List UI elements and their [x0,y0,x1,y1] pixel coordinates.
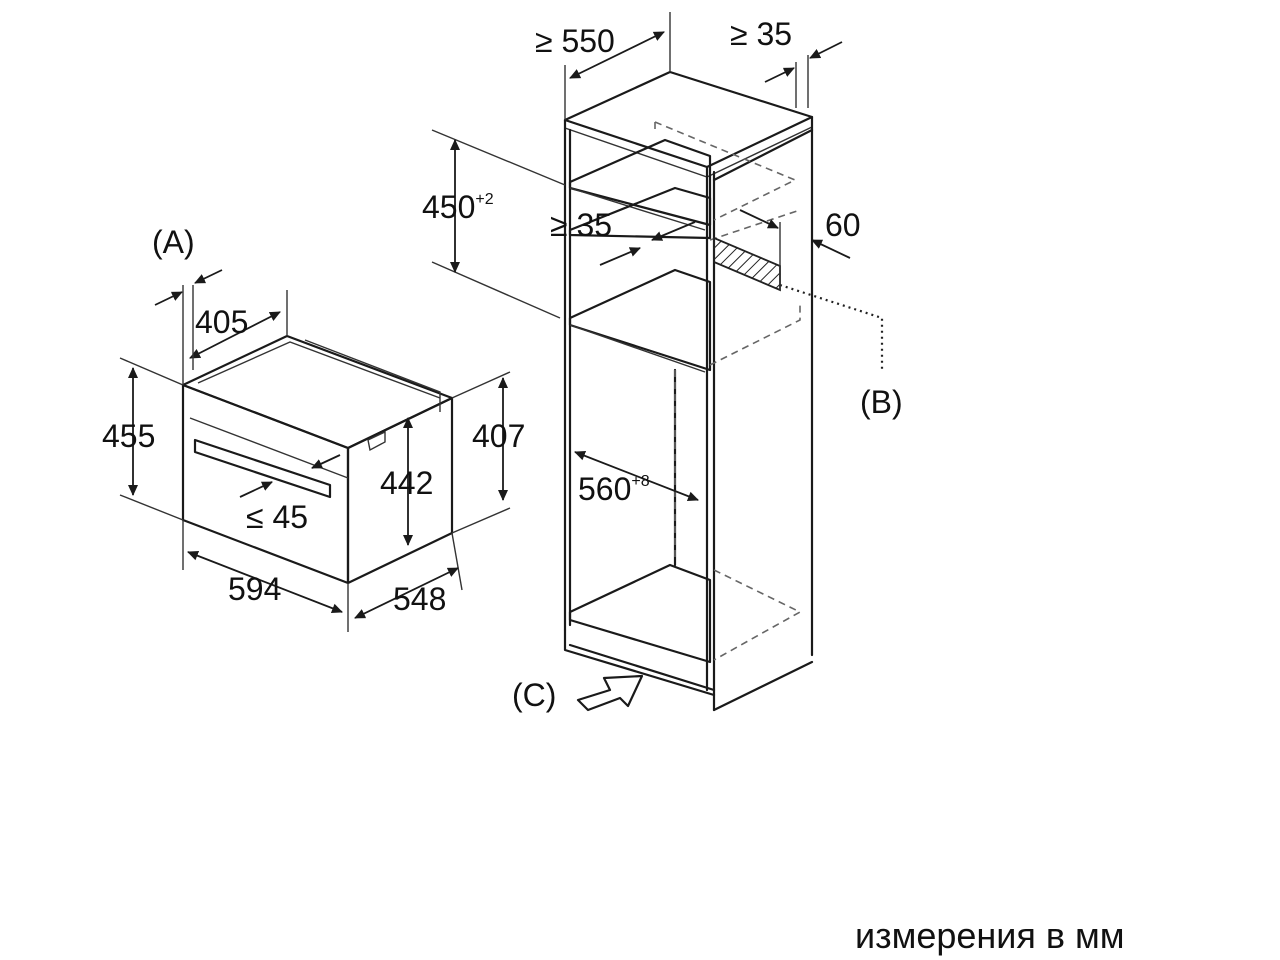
dim-594: 594 [228,571,281,607]
dim-455: 455 [102,418,155,454]
cabinet-drawing [563,70,884,712]
dim-rear-35: ≥ 35 [730,16,792,52]
label-a: (A) [152,224,195,260]
dim-548: 548 [393,581,446,617]
appliance-drawing [181,334,454,585]
dim-405: 405 [195,304,248,340]
units-note: измерения в мм [855,915,1125,956]
label-c: (C) [512,677,556,713]
dim-407: 407 [472,418,525,454]
dim-442: 442 [380,465,433,501]
dim-handle: ≤ 45 [246,499,308,535]
door-handle [193,438,332,499]
dim-60: 60 [825,207,861,243]
appliance-front [181,383,350,585]
air-inlet-arrow [576,674,644,712]
ventilation-opening [713,236,781,292]
dim-450: 450+2 [422,189,494,225]
dim-550: ≥ 550 [535,23,615,59]
dim-560: 560+8 [578,471,650,507]
label-b: (B) [860,384,903,420]
appliance-dimensions [119,269,511,632]
cabinet-dimensions [431,12,851,712]
dim-vent-35: ≥ 35 [550,207,612,243]
installation-diagram: 455 407 442 405 ≤ 45 594 548 ≥ 550 ≥ 35 … [102,12,903,713]
dimension-labels: 455 407 442 405 ≤ 45 594 548 ≥ 550 ≥ 35 … [102,16,903,713]
